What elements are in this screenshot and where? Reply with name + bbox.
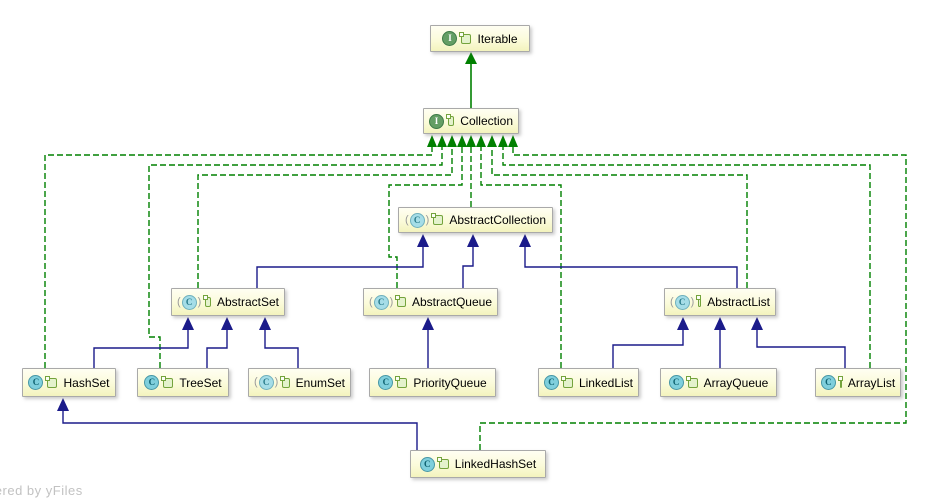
interface-icon: I xyxy=(429,113,444,129)
edge-linkedlist-implements-collection xyxy=(480,147,562,368)
package-modifier-icon xyxy=(459,31,472,44)
node-label: LinkedHashSet xyxy=(454,457,537,471)
implements-arrowhead xyxy=(447,135,457,147)
node-label: AbstractList xyxy=(707,295,770,309)
implements-arrowhead xyxy=(466,135,476,147)
class-node-abstractqueue[interactable]: C AbstractQueue xyxy=(363,288,498,316)
implements-arrowhead xyxy=(476,135,486,147)
edge-abstractset-extends-abstractcollection xyxy=(256,247,424,288)
node-label: EnumSet xyxy=(295,375,345,390)
class-icon: C xyxy=(144,375,160,390)
class-node-linkedhashset[interactable]: C LinkedHashSet xyxy=(410,450,546,478)
extends-arrowhead xyxy=(751,317,763,330)
node-label: AbstractSet xyxy=(216,295,279,309)
package-modifier-icon xyxy=(561,375,573,388)
class-node-treeset[interactable]: C TreeSet xyxy=(137,368,229,397)
class-icon: C xyxy=(419,456,435,472)
implements-arrowhead xyxy=(457,135,467,147)
package-modifier-icon xyxy=(436,457,449,469)
extends-arrowhead xyxy=(467,234,479,247)
edge-abstractlist-implements-collection xyxy=(491,147,748,288)
edge-arraylist-implements-collection xyxy=(502,147,871,368)
package-modifier-icon xyxy=(395,375,408,388)
extends-arrowhead xyxy=(182,317,194,330)
package-modifier-icon xyxy=(837,375,843,388)
edge-treeset-extends-abstractset xyxy=(206,330,228,368)
class-icon: C xyxy=(668,375,684,390)
implements-arrowhead xyxy=(427,135,437,147)
package-modifier-icon xyxy=(445,114,455,126)
package-modifier-icon xyxy=(395,295,406,307)
implements-arrowhead xyxy=(437,135,447,147)
class-node-linkedlist[interactable]: C LinkedList xyxy=(538,368,639,397)
class-node-hashset[interactable]: C HashSet xyxy=(22,368,116,397)
class-icon: C xyxy=(28,375,44,390)
extends-arrowhead xyxy=(677,317,689,330)
package-modifier-icon xyxy=(161,375,174,388)
node-label: LinkedList xyxy=(578,375,633,390)
package-modifier-icon xyxy=(280,375,290,388)
edge-abstractqueue-implements-collection xyxy=(388,147,463,288)
class-node-abstractset[interactable]: C AbstractSet xyxy=(171,288,285,316)
edge-abstractset-implements-collection xyxy=(197,147,453,288)
edge-arraylist-extends-abstractlist xyxy=(756,330,846,368)
implements-arrowhead xyxy=(487,135,497,147)
package-modifier-icon xyxy=(431,213,444,225)
node-label: AbstractQueue xyxy=(411,295,492,309)
implements-arrowhead xyxy=(508,135,518,147)
class-node-arraylist[interactable]: C ArrayList xyxy=(815,368,901,397)
package-modifier-icon xyxy=(685,375,698,388)
extends-arrowhead xyxy=(417,234,429,247)
abstract-class-icon: C xyxy=(670,294,694,310)
edge-treeset-implements-collection xyxy=(148,147,443,368)
node-label: Iterable xyxy=(477,31,518,46)
edge-hashset-implements-collection xyxy=(44,147,433,368)
node-label: ArrayList xyxy=(847,375,896,390)
extends-arrowhead xyxy=(422,317,434,330)
edge-linkedhashset-implements-collection xyxy=(479,147,907,450)
edge-abstractlist-extends-abstractcollection xyxy=(524,247,738,288)
class-node-priorityqueue[interactable]: C PriorityQueue xyxy=(369,368,496,397)
implements-arrowhead xyxy=(498,135,508,147)
class-node-arrayqueue[interactable]: C ArrayQueue xyxy=(660,368,777,397)
edge-abstractqueue-extends-abstractcollection xyxy=(462,247,474,288)
node-label: HashSet xyxy=(63,375,110,390)
edge-linkedlist-extends-abstractlist xyxy=(612,330,684,368)
extends-arrowhead xyxy=(519,234,531,247)
interface-icon: I xyxy=(442,31,458,46)
extends-arrowhead xyxy=(221,317,233,330)
yfiles-watermark: Powered by yFiles xyxy=(0,483,83,498)
interface-node-iterable[interactable]: I Iterable xyxy=(430,25,530,52)
edge-linkedhashset-extends-hashset xyxy=(62,411,418,450)
extends-arrowhead xyxy=(259,317,271,330)
extends-interface-arrowhead xyxy=(465,52,477,64)
node-label: Collection xyxy=(460,114,513,128)
package-modifier-icon xyxy=(696,295,702,307)
package-modifier-icon xyxy=(203,295,211,307)
class-node-abstractlist[interactable]: C AbstractList xyxy=(664,288,776,316)
class-node-abstractcollection[interactable]: C AbstractCollection xyxy=(398,207,553,233)
abstract-class-icon: C xyxy=(405,212,429,228)
extends-arrowhead xyxy=(57,398,69,411)
node-label: PriorityQueue xyxy=(413,375,487,390)
package-modifier-icon xyxy=(45,375,58,388)
edge-enumset-extends-abstractset xyxy=(264,330,299,368)
abstract-class-icon: C xyxy=(254,375,278,390)
node-label: TreeSet xyxy=(179,375,222,390)
node-label: ArrayQueue xyxy=(703,375,769,390)
node-label: AbstractCollection xyxy=(449,213,547,227)
abstract-class-icon: C xyxy=(369,294,393,310)
class-icon: C xyxy=(820,375,836,390)
class-icon: C xyxy=(544,375,559,390)
interface-node-collection[interactable]: I Collection xyxy=(423,108,519,134)
class-icon: C xyxy=(378,375,394,390)
abstract-class-icon: C xyxy=(177,294,201,310)
edge-hashset-extends-abstractset xyxy=(93,330,189,368)
extends-arrowhead xyxy=(714,317,726,330)
class-node-enumset[interactable]: C EnumSet xyxy=(248,368,351,397)
